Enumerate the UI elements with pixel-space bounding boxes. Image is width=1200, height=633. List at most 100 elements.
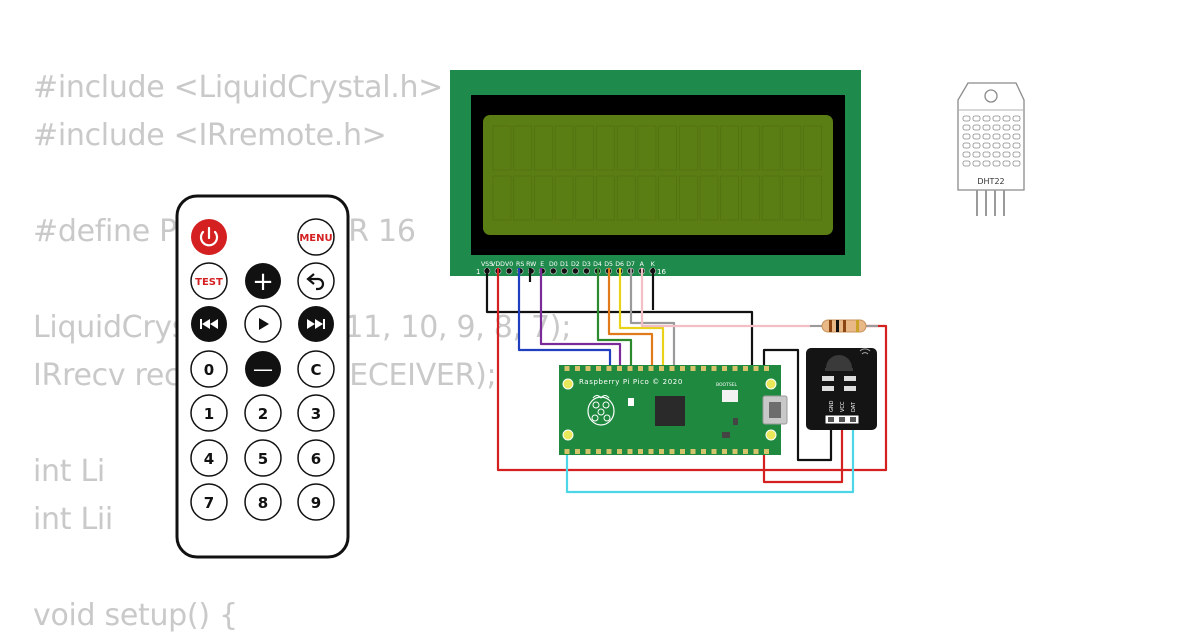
wire-ir-vcc <box>762 425 844 484</box>
next-button[interactable] <box>298 306 334 342</box>
lcd-pin-label: D7 <box>626 261 635 268</box>
pico-component <box>722 432 730 438</box>
pico-pin <box>627 449 633 454</box>
lcd-pin-label: D0 <box>549 261 558 268</box>
dht22-vent <box>1002 142 1011 149</box>
power-button[interactable] <box>191 219 227 255</box>
lcd-pin-label: D6 <box>615 261 624 268</box>
lcd-char-cell <box>554 175 574 221</box>
dht22-label: DHT22 <box>977 177 1004 186</box>
c-button[interactable]: C <box>297 350 335 388</box>
lcd-char-cell <box>534 125 553 171</box>
lcd-pin-label: D1 <box>560 261 569 268</box>
digit-2-button[interactable]: 2 <box>244 394 282 432</box>
digit-8-button[interactable]: 8 <box>244 483 282 521</box>
digit-label: 2 <box>258 405 268 423</box>
pico-pin <box>669 366 675 371</box>
pico-pin <box>701 366 706 371</box>
minus-button[interactable]: — <box>245 351 281 387</box>
lcd-char-cell <box>637 125 657 171</box>
resistor[interactable] <box>810 319 878 333</box>
dht22-vent <box>972 133 981 140</box>
pico-pin <box>753 449 759 454</box>
ir-smd <box>822 386 834 391</box>
lcd-char-cell <box>596 175 615 221</box>
digit-9-button[interactable]: 9 <box>297 483 335 521</box>
plus-button[interactable]: + <box>245 263 281 299</box>
digit-6-button[interactable]: 6 <box>297 439 335 477</box>
resistor-band <box>856 320 859 332</box>
pico-pin <box>606 366 612 371</box>
ir-pin-label-gnd: GND <box>829 400 835 412</box>
lcd-pin-label: VDD <box>491 261 505 268</box>
pico-bootsel-button[interactable] <box>722 390 738 402</box>
pico-pin <box>617 449 622 454</box>
digit-1-button[interactable]: 1 <box>190 394 228 432</box>
pico-pin <box>753 366 759 371</box>
digit-5-button[interactable]: 5 <box>244 439 282 477</box>
pico-pin <box>669 449 675 454</box>
pico-pin <box>701 449 706 454</box>
digit-4-button[interactable]: 4 <box>190 439 228 477</box>
pico-pin <box>711 449 717 454</box>
lcd-pin <box>583 267 590 275</box>
ir-remote[interactable]: MENU TEST + <box>175 194 350 559</box>
digit-7-button[interactable]: 7 <box>190 483 228 521</box>
wire-d6 <box>618 268 665 368</box>
dht22-vent <box>962 160 971 167</box>
lcd-char-cell <box>699 175 719 221</box>
wire-ir-gnd <box>762 348 833 462</box>
lcd-char-cell <box>679 125 698 171</box>
ir-receiver-module[interactable]: GND VCC DAT <box>806 348 877 430</box>
lcd-char-cell <box>575 125 595 171</box>
pico-pin <box>638 366 643 371</box>
lcd-pin-label: A <box>640 261 645 268</box>
pico-pin <box>711 366 717 371</box>
lcd-char-cell <box>513 125 532 171</box>
raspberry-pi-pico[interactable]: Raspberry Pi Pico © 2020 BOOTSEL <box>559 365 788 455</box>
play-button[interactable] <box>244 305 282 343</box>
pico-pin <box>627 366 633 371</box>
lcd-char-cell <box>782 125 802 171</box>
lcd-char-cell <box>782 175 802 221</box>
lcd-char-cell <box>658 125 677 171</box>
pico-pin <box>732 449 738 454</box>
wires <box>485 268 888 494</box>
lcd-char-cell <box>513 175 532 221</box>
lcd-pin-label: V0 <box>505 261 513 268</box>
digit-3-button[interactable]: 3 <box>297 394 335 432</box>
pico-usb-slot <box>769 402 781 418</box>
ir-sensor-dome <box>826 355 852 368</box>
wire-backlight-a <box>640 268 822 328</box>
digit-label: 8 <box>258 494 268 512</box>
previous-button[interactable] <box>191 306 227 342</box>
digit-label: 9 <box>311 494 321 512</box>
lcd-char-cell <box>492 125 512 171</box>
dht22-vent <box>1012 124 1021 131</box>
raspberry-logo-icon <box>587 395 615 426</box>
digit-label: 1 <box>204 405 214 423</box>
rewind-icon <box>200 319 218 329</box>
pico-component <box>628 398 634 406</box>
dht22-vent <box>992 160 1001 167</box>
lcd-pin-last: 16 <box>657 268 666 276</box>
pico-pin <box>585 366 591 371</box>
zero-button[interactable]: 0 <box>190 350 228 388</box>
lcd-pin-label: D5 <box>604 261 613 268</box>
lcd-pin-label: K <box>651 261 656 268</box>
ir-smd <box>844 386 856 391</box>
dht22-vent <box>1012 160 1021 167</box>
code-line: #include <IRremote.h> <box>33 118 387 153</box>
lcd-char-cell <box>803 125 822 171</box>
dht22-vent <box>982 151 991 158</box>
menu-button[interactable]: MENU <box>297 218 335 256</box>
dht22-vent <box>982 160 991 167</box>
pico-pin <box>680 449 685 454</box>
back-button[interactable] <box>297 262 335 300</box>
dht22-sensor[interactable]: DHT22 <box>957 82 1025 216</box>
test-button[interactable]: TEST <box>190 262 228 300</box>
dht22-vent <box>962 124 971 131</box>
